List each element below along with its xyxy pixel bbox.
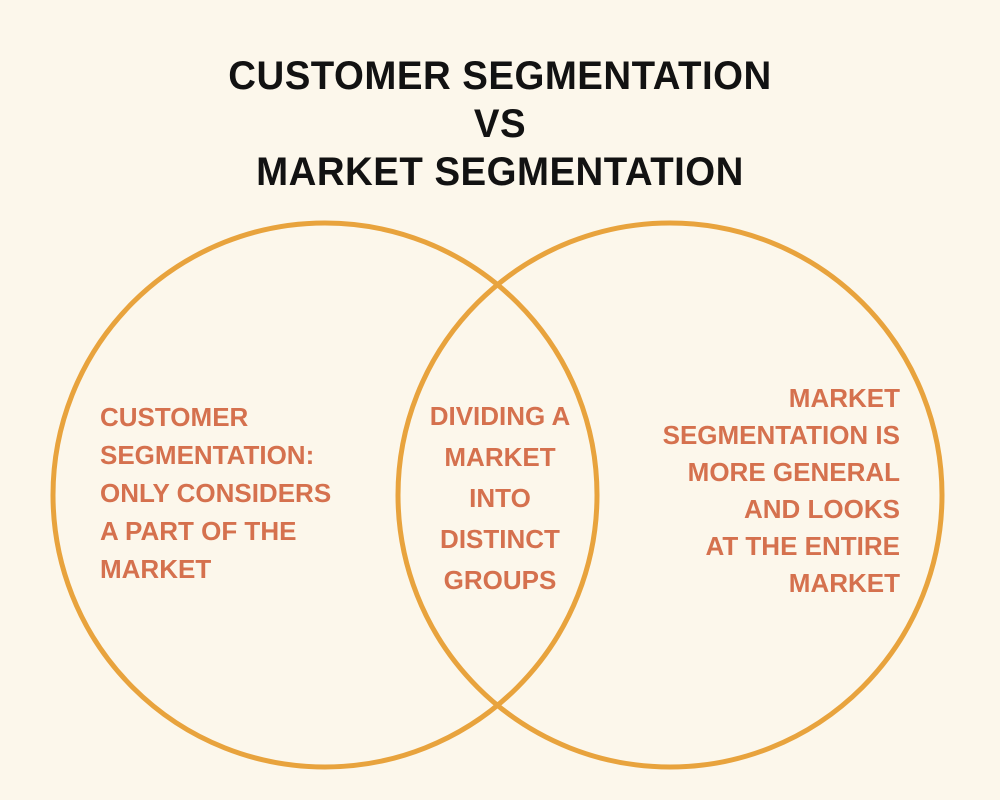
left-circle	[50, 220, 600, 770]
overlap-region-text: DIVIDING A MARKET INTO DISTINCT GROUPS	[429, 401, 571, 595]
right-circle	[395, 220, 945, 770]
left-region-text: CUSTOMER SEGMENTATION: ONLY CONSIDERS A …	[100, 402, 332, 584]
right-region-text: MARKET SEGMENTATION IS MORE GENERAL AND …	[662, 383, 900, 598]
page-title: CUSTOMER SEGMENTATION VS MARKET SEGMENTA…	[228, 54, 772, 194]
